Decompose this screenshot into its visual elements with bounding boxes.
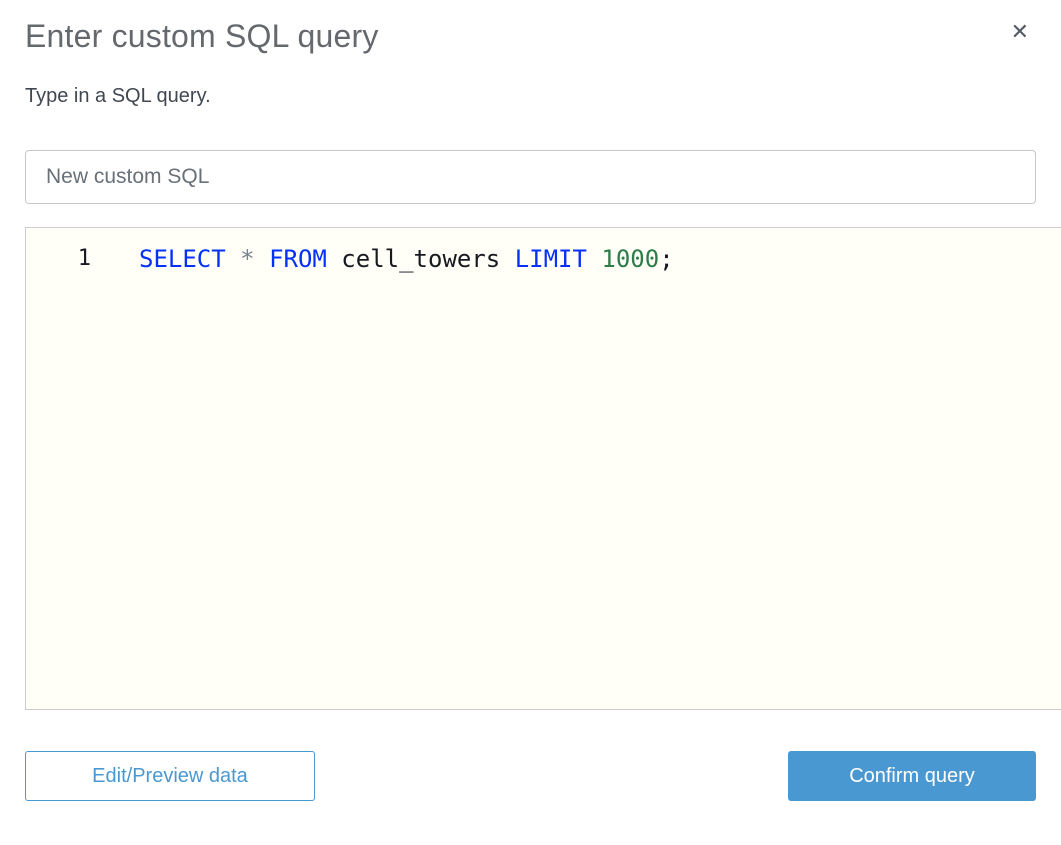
sql-token [226,245,240,273]
dialog-footer: Edit/Preview data Confirm query [25,751,1036,801]
sql-code-editor[interactable]: 1 SELECT * FROM cell_towers LIMIT 1000; [25,227,1061,710]
sql-token-operator: * [240,245,255,273]
line-number: 1 [77,246,91,271]
sql-token-keyword: LIMIT [514,245,587,273]
sql-token [255,245,269,273]
close-icon[interactable]: ✕ [1007,18,1033,48]
sql-token-number: 1000 [601,245,660,273]
sql-token [587,245,601,273]
sql-token-keyword: SELECT [139,245,226,273]
code-line: 1 SELECT * FROM cell_towers LIMIT 1000; [26,228,1061,274]
sql-token-keyword: FROM [269,245,327,273]
sql-token: ; [659,245,674,273]
dialog-subtitle: Type in a SQL query. [25,85,211,107]
confirm-query-button[interactable]: Confirm query [788,751,1036,801]
page-title: Enter custom SQL query [25,18,379,54]
sql-token-identifier: cell_towers [326,245,515,273]
edit-preview-data-button[interactable]: Edit/Preview data [25,751,315,801]
query-name-input[interactable] [25,150,1036,204]
sql-code-text: SELECT * FROM cell_towers LIMIT 1000; [91,244,674,274]
